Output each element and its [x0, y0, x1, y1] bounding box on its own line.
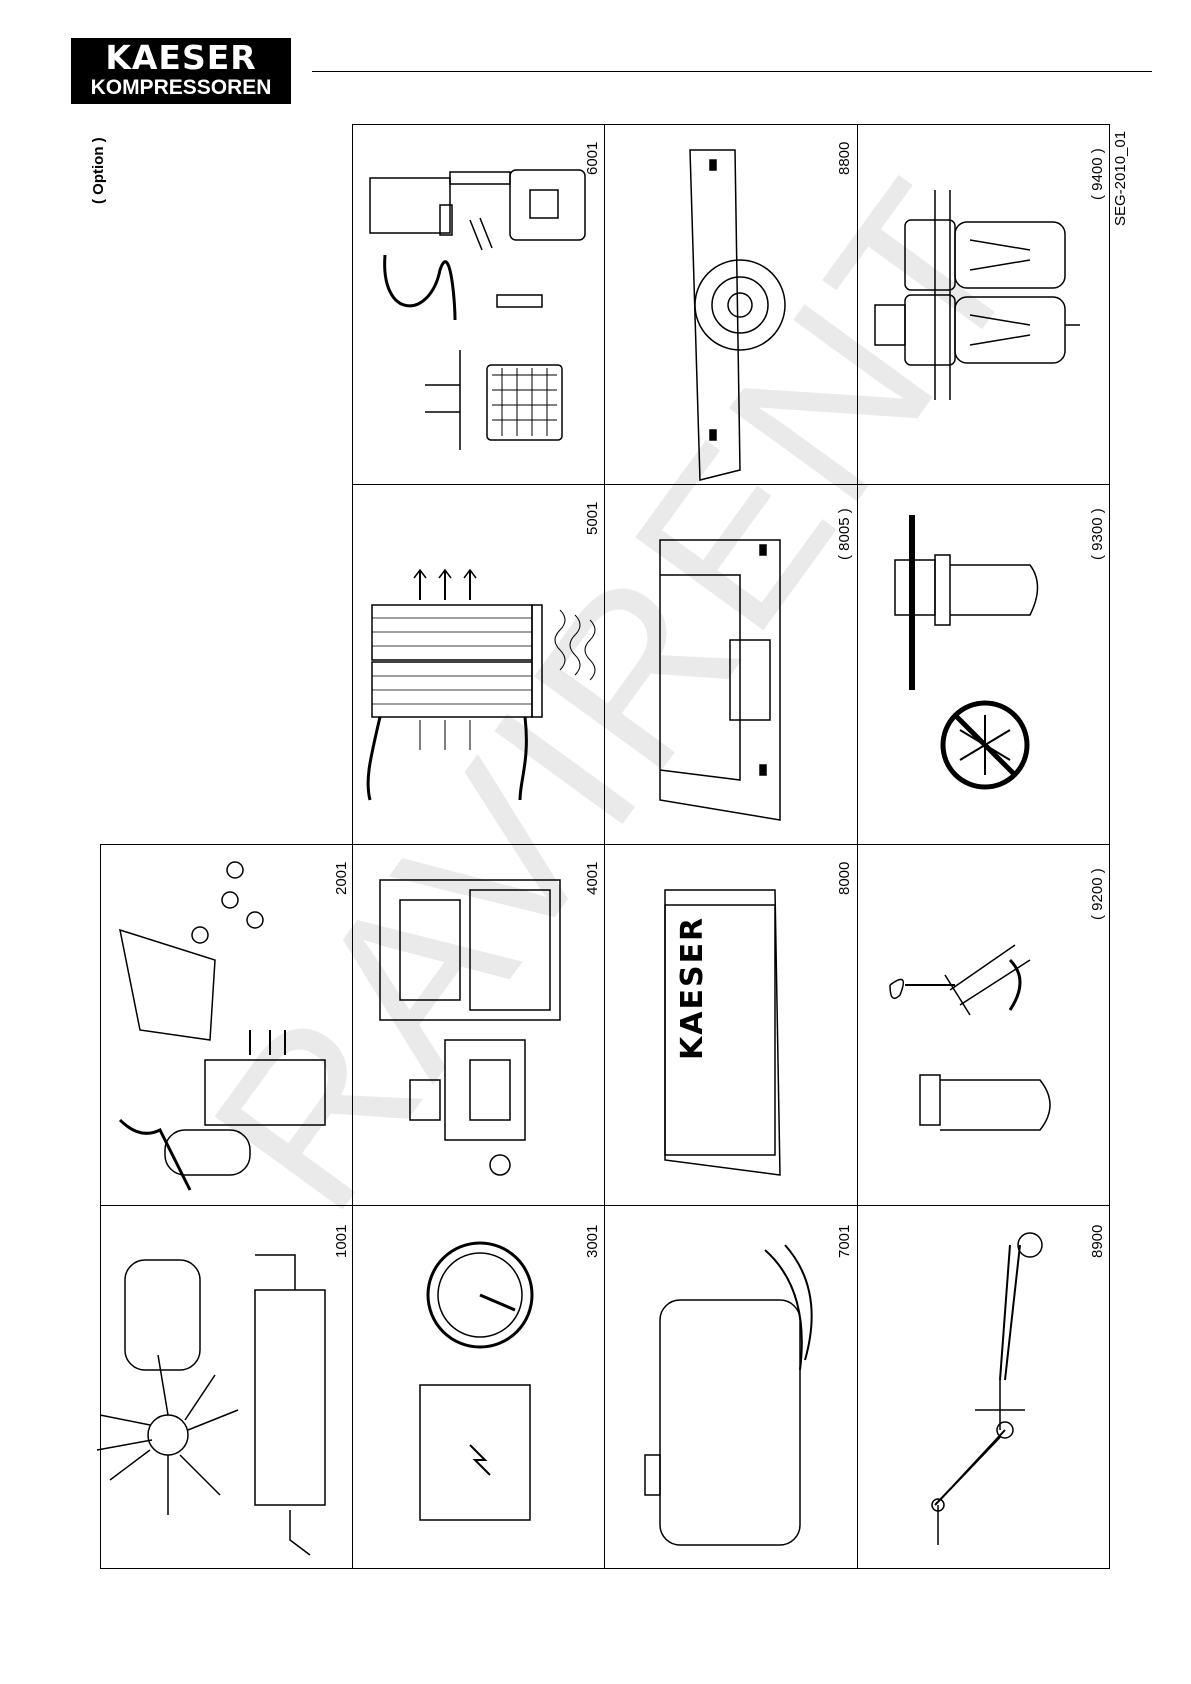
- canopy-kaeser-label: KAESER: [675, 916, 710, 1060]
- heater-grid: [492, 368, 557, 436]
- lifting-bar-illustration: [690, 150, 785, 480]
- fan-silencer-illustration: [97, 1255, 325, 1555]
- tank-illustration: [645, 1245, 812, 1545]
- cooler-illustration: [368, 570, 595, 800]
- dual-filter-illustration: [875, 190, 1080, 400]
- gauge-battery-illustration: [420, 1243, 532, 1520]
- lubricator-illustration: [890, 945, 1050, 1130]
- lifting-arm-illustration: [932, 1233, 1042, 1545]
- kit-2001-illustration: [120, 862, 325, 1190]
- heater-illustration: [370, 170, 585, 450]
- frost-filter-illustration: [895, 515, 1038, 787]
- engine-illustration: [380, 880, 560, 1175]
- cooler-mesh: [372, 618, 532, 704]
- canopy-illustration: [660, 540, 780, 820]
